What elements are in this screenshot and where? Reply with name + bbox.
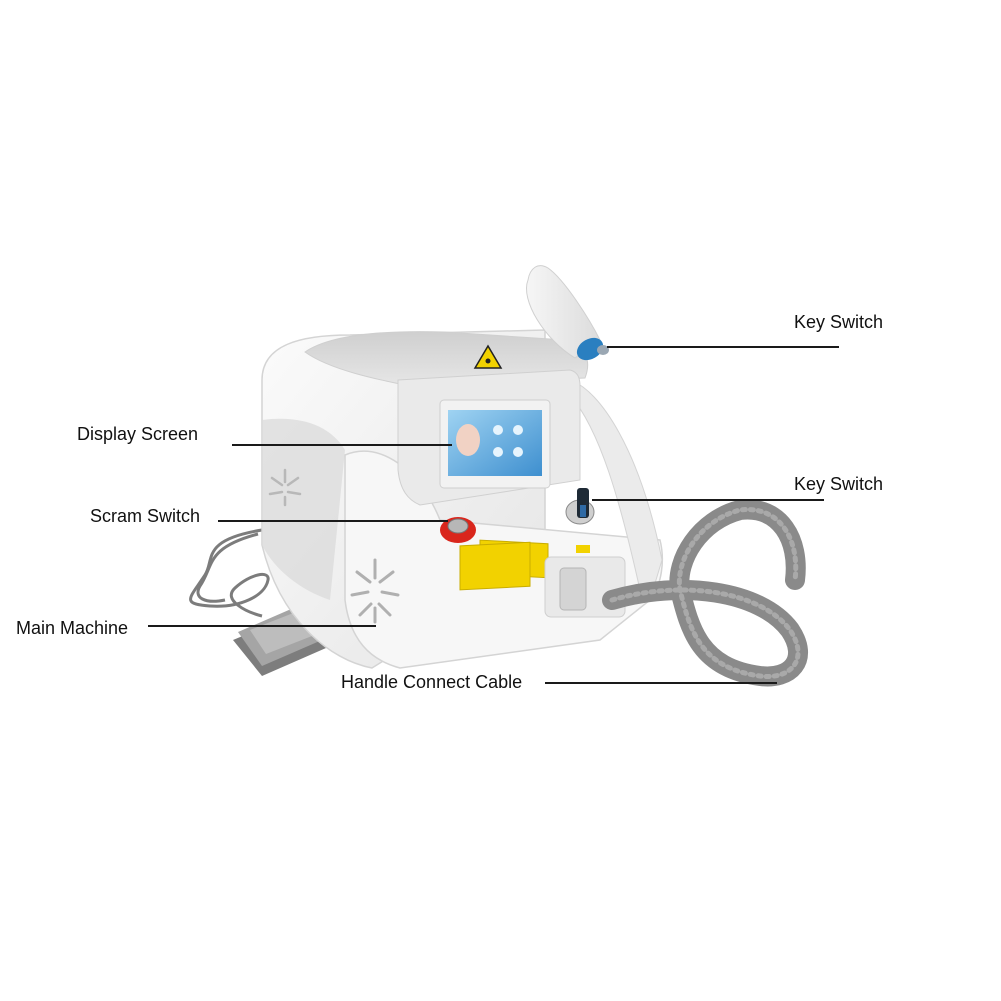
label-key-switch-top: Key Switch — [794, 312, 884, 332]
leader-scram-switch — [218, 520, 448, 522]
label-handle-connect-cable: Handle Connect Cable — [341, 672, 523, 692]
leader-key-switch-right — [592, 499, 824, 501]
laser-warning-icon — [473, 344, 503, 369]
key-switch — [565, 488, 595, 525]
label-display-screen: Display Screen — [77, 424, 199, 444]
leader-handle-connect-cable — [545, 682, 777, 684]
warning-label — [576, 545, 590, 553]
scram-switch — [440, 517, 476, 543]
fan-vent-icon — [350, 558, 400, 624]
handpiece — [526, 265, 609, 361]
fan-vent-icon — [268, 468, 302, 507]
leader-display-screen — [232, 444, 452, 446]
warning-label — [459, 541, 531, 591]
label-scram-switch: Scram Switch — [90, 506, 201, 526]
label-key-switch-right: Key Switch — [794, 474, 884, 494]
leader-key-switch-top — [607, 346, 839, 348]
display-screen — [439, 399, 551, 489]
label-main-machine: Main Machine — [16, 618, 129, 638]
leader-main-machine — [148, 625, 376, 627]
pedal-cable — [189, 528, 270, 618]
